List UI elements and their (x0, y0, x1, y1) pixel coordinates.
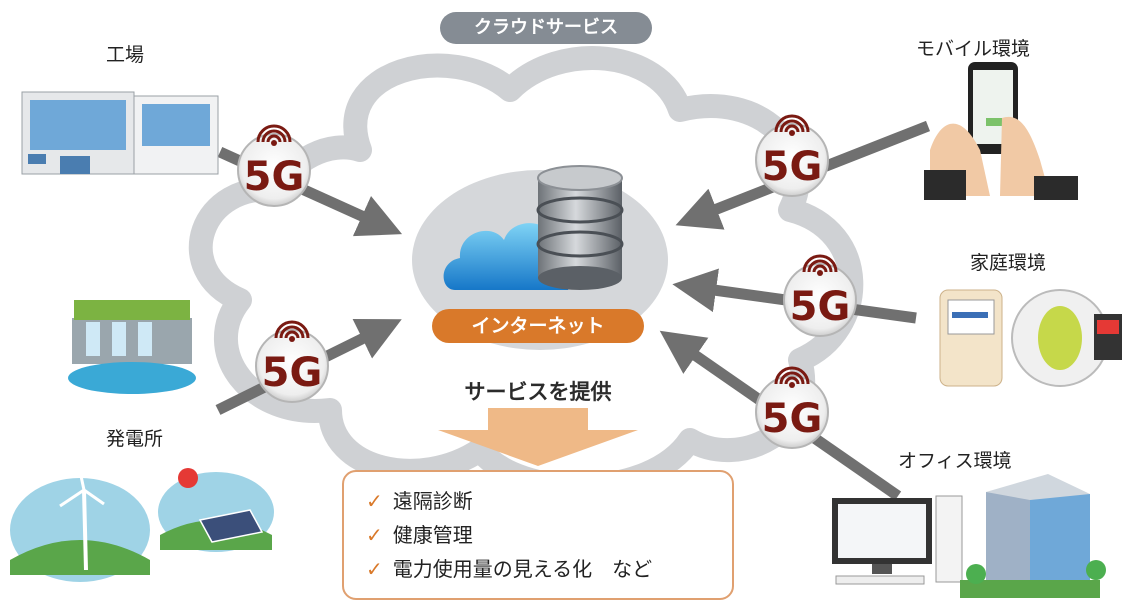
solar-panel-icon (158, 468, 274, 552)
check-icon: ✓ (366, 557, 383, 581)
database-icon (536, 165, 624, 290)
gas-meter-icon (939, 289, 1003, 387)
signal-icon (256, 124, 292, 146)
5g-badge-power-plant: 5G (255, 320, 329, 403)
provide-service-label: サービスを提供 (464, 380, 612, 404)
wind-turbine-icon (10, 461, 150, 582)
5g-text: 5G (762, 396, 823, 442)
cloud-service-label: クラウドサービス (440, 12, 652, 44)
office-label: オフィス環境 (898, 450, 1012, 472)
internet-label: インターネット (432, 309, 644, 343)
service-item: ✓健康管理 (366, 523, 473, 547)
signal-icon (274, 320, 310, 342)
power-plant-label: 発電所 (106, 428, 164, 450)
office-building-icon (960, 474, 1106, 598)
smartphone-icon (924, 62, 1078, 200)
blood-pressure-monitor-icon (1011, 289, 1122, 387)
signal-icon (802, 254, 838, 276)
factory-label: 工場 (106, 44, 145, 66)
5g-text: 5G (262, 350, 323, 396)
5g-text: 5G (790, 284, 851, 330)
dam-icon (68, 300, 196, 394)
service-list-box: ✓遠隔診断 ✓健康管理 ✓電力使用量の見える化 など (342, 470, 734, 600)
5g-text: 5G (762, 144, 823, 190)
5g-badge-office: 5G (755, 366, 829, 449)
5g-badge-factory: 5G (237, 124, 311, 207)
desktop-computer-icon (832, 495, 963, 585)
home-label: 家庭環境 (970, 252, 1047, 274)
service-item: ✓電力使用量の見える化 など (366, 557, 653, 581)
signal-icon (774, 366, 810, 388)
service-item: ✓遠隔診断 (366, 489, 473, 513)
signal-icon (774, 114, 810, 136)
5g-badge-home: 5G (783, 254, 857, 337)
check-icon: ✓ (366, 523, 383, 547)
5g-badge-mobile: 5G (755, 114, 829, 197)
factory-icon (21, 91, 219, 175)
check-icon: ✓ (366, 489, 383, 513)
service-arrow (438, 408, 638, 466)
5g-text: 5G (244, 154, 305, 200)
mobile-label: モバイル環境 (916, 38, 1031, 60)
